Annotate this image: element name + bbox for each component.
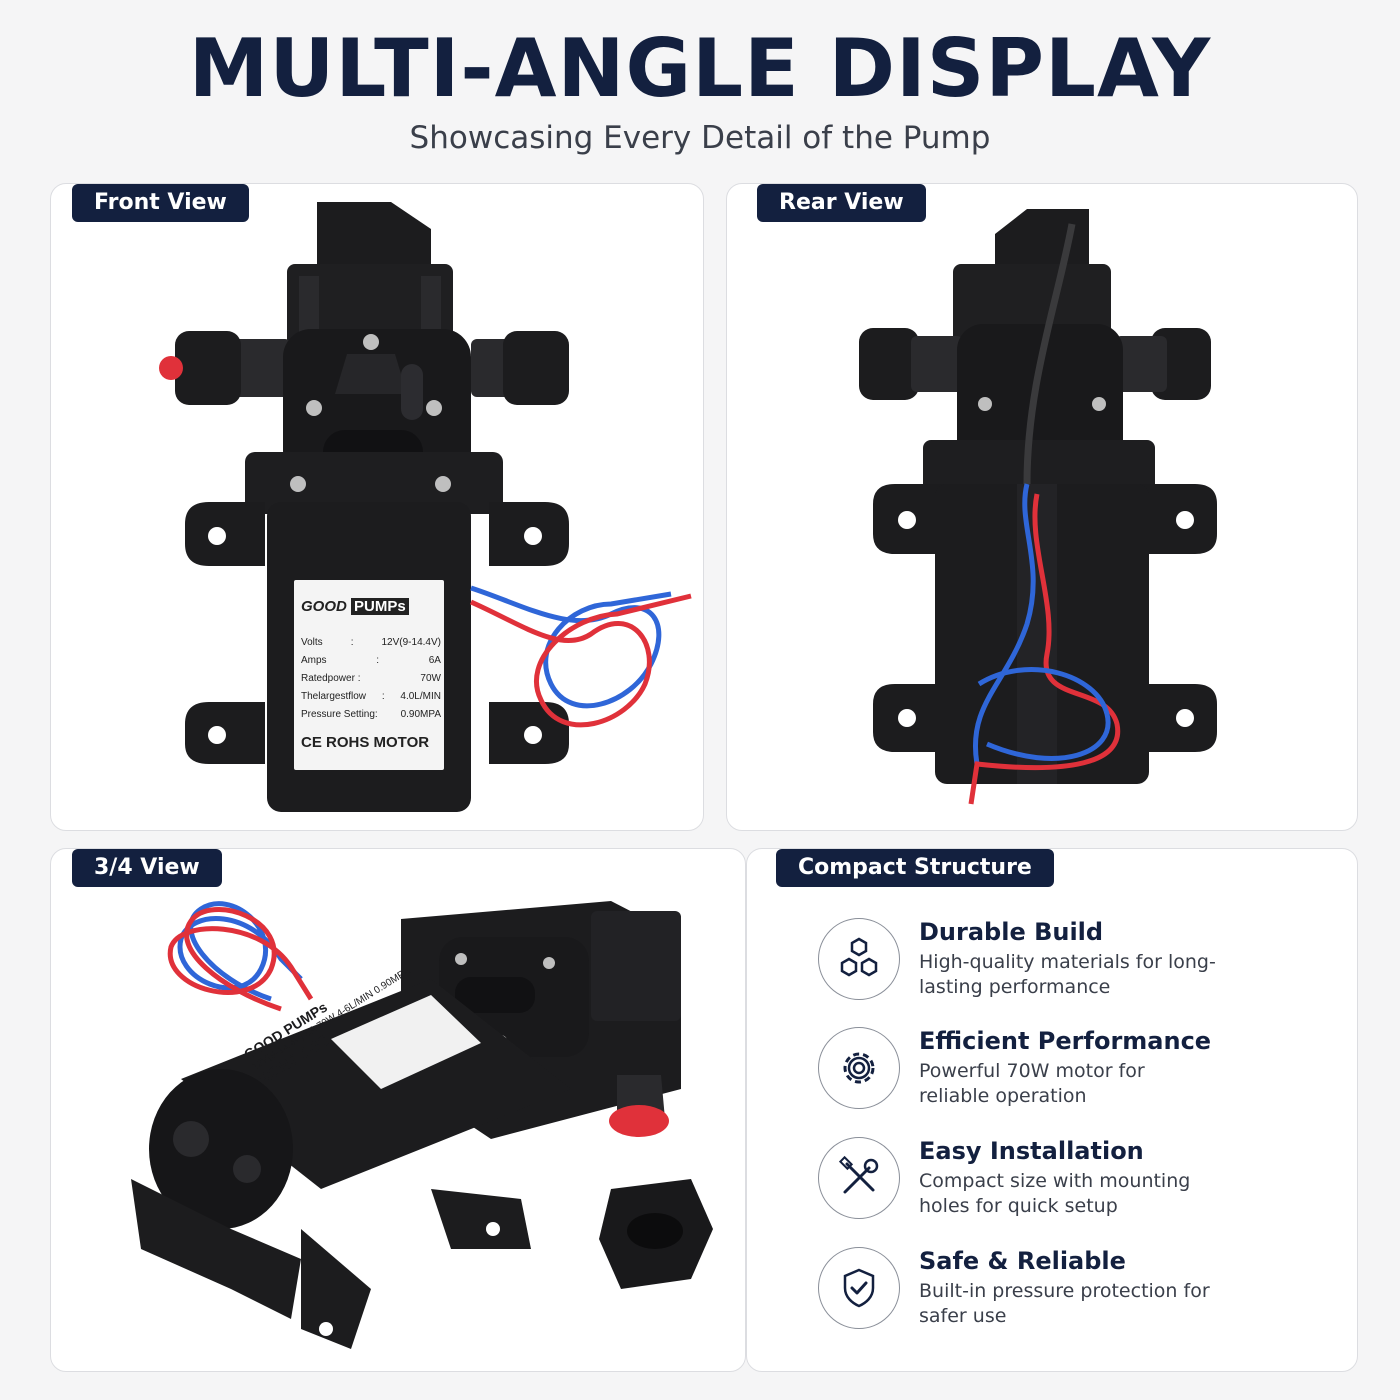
feature-title: Efficient Performance	[919, 1027, 1212, 1055]
feature-title: Safe & Reliable	[919, 1247, 1126, 1275]
page-title: MULTI-ANGLE DISPLAY	[188, 22, 1212, 115]
label-row: Volts:12V(9-14.4V)	[301, 637, 441, 648]
feature-description: Built-in pressure protection for safer u…	[919, 1280, 1210, 1327]
label-cert: CE ROHS MOTOR	[301, 734, 430, 751]
feature-safe-reliable: Safe & Reliable Built-in pressure protec…	[818, 1247, 1278, 1337]
label-row: Thelargestflow:4.0L/MIN	[301, 691, 441, 702]
feature-title: Easy Installation	[919, 1137, 1144, 1165]
page-subtitle: Showcasing Every Detail of the Pump	[409, 120, 991, 156]
brand-name-b: PUMPs	[351, 598, 409, 615]
rear-pump-image	[859, 209, 1217, 805]
three-quarter-pump-image	[131, 901, 713, 1349]
brand-name-a: GOOD	[301, 598, 347, 615]
gear-icon	[818, 1027, 900, 1109]
front-pump-image	[159, 202, 692, 812]
hexagons-icon	[818, 918, 900, 1000]
tools-icon	[818, 1137, 900, 1219]
shield-check-icon	[818, 1247, 900, 1329]
three-quarter-view-panel: 3/4 View GOOD PUMPs 12V(9-14	[50, 848, 746, 1372]
label-row: Ratedpower :70W	[301, 673, 441, 684]
label-row: Pressure Setting:0.90MPA	[301, 709, 441, 720]
label-row: Amps:6A	[301, 655, 441, 666]
front-view-panel: Front View	[50, 183, 704, 831]
feature-description: Compact size with mounting holes for qui…	[919, 1170, 1191, 1217]
pump-label: GOOD PUMPs Volts:12V(9-14.4V) Amps:6A Ra…	[294, 580, 444, 770]
rear-view-panel: Rear View	[726, 183, 1358, 831]
feature-easy-installation: Easy Installation Compact size with moun…	[818, 1137, 1278, 1227]
feature-description: Powerful 70W motor for reliable operatio…	[919, 1060, 1145, 1107]
front-view-badge: Front View	[72, 184, 249, 222]
three-quarter-view-badge: 3/4 View	[72, 849, 222, 887]
feature-description: High-quality materials for long-lasting …	[919, 951, 1216, 998]
feature-title: Durable Build	[919, 918, 1104, 946]
rear-view-badge: Rear View	[757, 184, 926, 222]
compact-structure-badge: Compact Structure	[776, 849, 1054, 887]
feature-durable-build: Durable Build High-quality materials for…	[818, 918, 1278, 1008]
feature-efficient-performance: Efficient Performance Powerful 70W motor…	[818, 1027, 1278, 1117]
